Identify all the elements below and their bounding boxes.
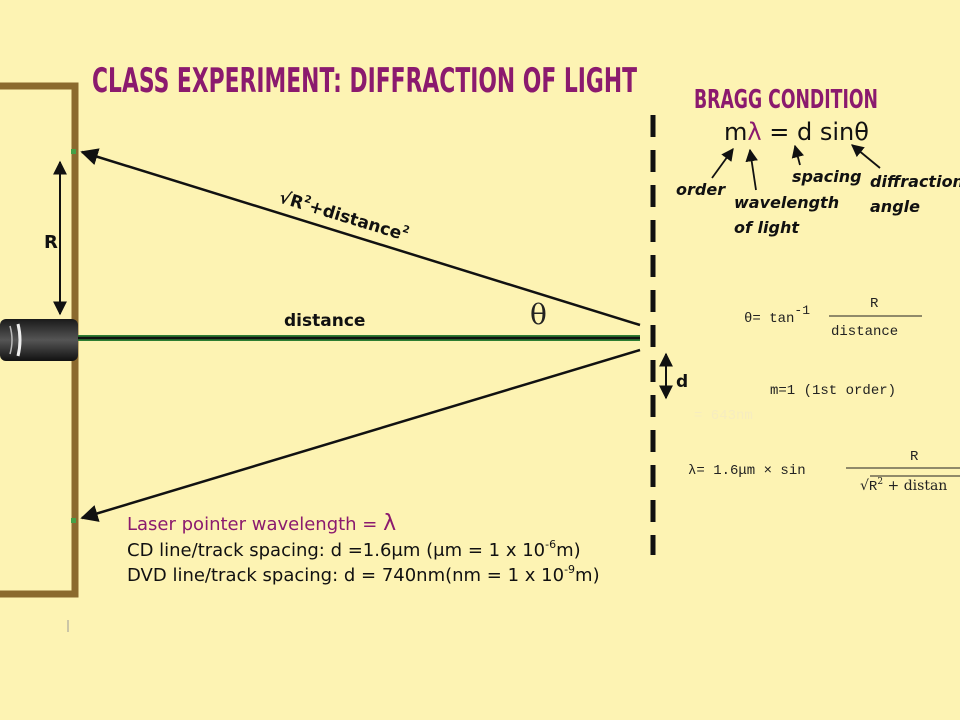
bragg-heading: BRAGG CONDITION bbox=[694, 85, 878, 115]
note-line3-exp: -9 bbox=[564, 563, 575, 576]
spacing-label: spacing bbox=[792, 167, 862, 186]
note-cd-spacing: CD line/track spacing: d =1.6μm (μm = 1 … bbox=[127, 538, 581, 561]
d-label: d bbox=[676, 372, 688, 392]
note-line2: CD line/track spacing: d =1.6μm (μm = 1 … bbox=[127, 540, 545, 561]
angle-label-1: diffraction bbox=[870, 172, 960, 191]
note-line2-exp: -6 bbox=[545, 538, 556, 551]
theta-lhs: θ= tan bbox=[744, 311, 794, 327]
spacing-arrow bbox=[791, 144, 804, 166]
laser-pointer bbox=[0, 319, 78, 361]
lambda-den-rest: + distan bbox=[883, 478, 947, 494]
theta-formula: θ= tan-1 R distance bbox=[744, 296, 922, 340]
note-line1-text: Laser pointer wavelength = bbox=[127, 514, 383, 535]
wavelength-label-2: of light bbox=[734, 218, 800, 237]
theta-label: θ bbox=[530, 298, 547, 331]
faint-result: = 643nm bbox=[694, 408, 753, 424]
note-line2-end: m) bbox=[556, 540, 581, 561]
eq-m: m bbox=[724, 118, 747, 146]
angle-arrow bbox=[851, 144, 881, 169]
wavelength-label-1: wavelength bbox=[734, 193, 839, 212]
svg-text:θ= tan-1: θ= tan-1 bbox=[744, 303, 810, 327]
lambda-den-r: R bbox=[869, 479, 878, 495]
page-title: CLASS EXPERIMENT: DIFFRACTION OF LIGHT bbox=[92, 61, 638, 101]
theta-numerator: R bbox=[870, 296, 879, 312]
note-dvd-spacing: DVD line/track spacing: d = 740nm(nm = 1… bbox=[127, 563, 600, 586]
bottom-spot bbox=[71, 518, 76, 523]
note-line3-end: m) bbox=[575, 565, 600, 586]
lower-diffracted-ray bbox=[80, 348, 641, 522]
lambda-formula: λ= 1.6μm × sin R √R2 + distan bbox=[688, 449, 960, 495]
theta-exp: -1 bbox=[794, 303, 810, 318]
eq-rest: = d sinθ bbox=[762, 118, 869, 146]
hyp-rest-exp: 2 bbox=[401, 224, 411, 237]
distance-label: distance bbox=[284, 311, 365, 331]
order-label: order bbox=[676, 180, 726, 199]
note-line3: DVD line/track spacing: d = 740nm(nm = 1… bbox=[127, 565, 564, 586]
order-arrow bbox=[711, 147, 734, 179]
hyp-r: R bbox=[287, 191, 305, 214]
hyp-r-exp: 2 bbox=[303, 194, 313, 207]
theta-denominator: distance bbox=[831, 324, 898, 340]
hypotenuse-label: √R2+distance2 bbox=[277, 187, 411, 246]
order-note: m=1 (1st order) bbox=[770, 383, 896, 399]
bragg-equation: mλ = d sinθ bbox=[724, 118, 869, 146]
lambda-den-exp: 2 bbox=[877, 477, 883, 487]
lambda-numerator: R bbox=[910, 449, 919, 465]
lambda-den-sqrt: √ bbox=[860, 478, 869, 494]
svg-text:√R2 + distan: √R2 + distan bbox=[860, 477, 947, 495]
svg-text:√R2+distance2: √R2+distance2 bbox=[277, 187, 411, 246]
note-laser-wavelength: Laser pointer wavelength = λ bbox=[127, 511, 396, 536]
top-spot bbox=[71, 149, 76, 154]
r-label: R bbox=[44, 232, 58, 253]
wavelength-arrow bbox=[745, 148, 758, 191]
upper-diffracted-ray bbox=[80, 148, 641, 327]
note-line1-symbol: λ bbox=[383, 511, 396, 536]
angle-label-2: angle bbox=[870, 197, 920, 216]
eq-lambda: λ bbox=[747, 118, 761, 146]
lambda-lhs: λ= 1.6μm × sin bbox=[688, 463, 806, 479]
